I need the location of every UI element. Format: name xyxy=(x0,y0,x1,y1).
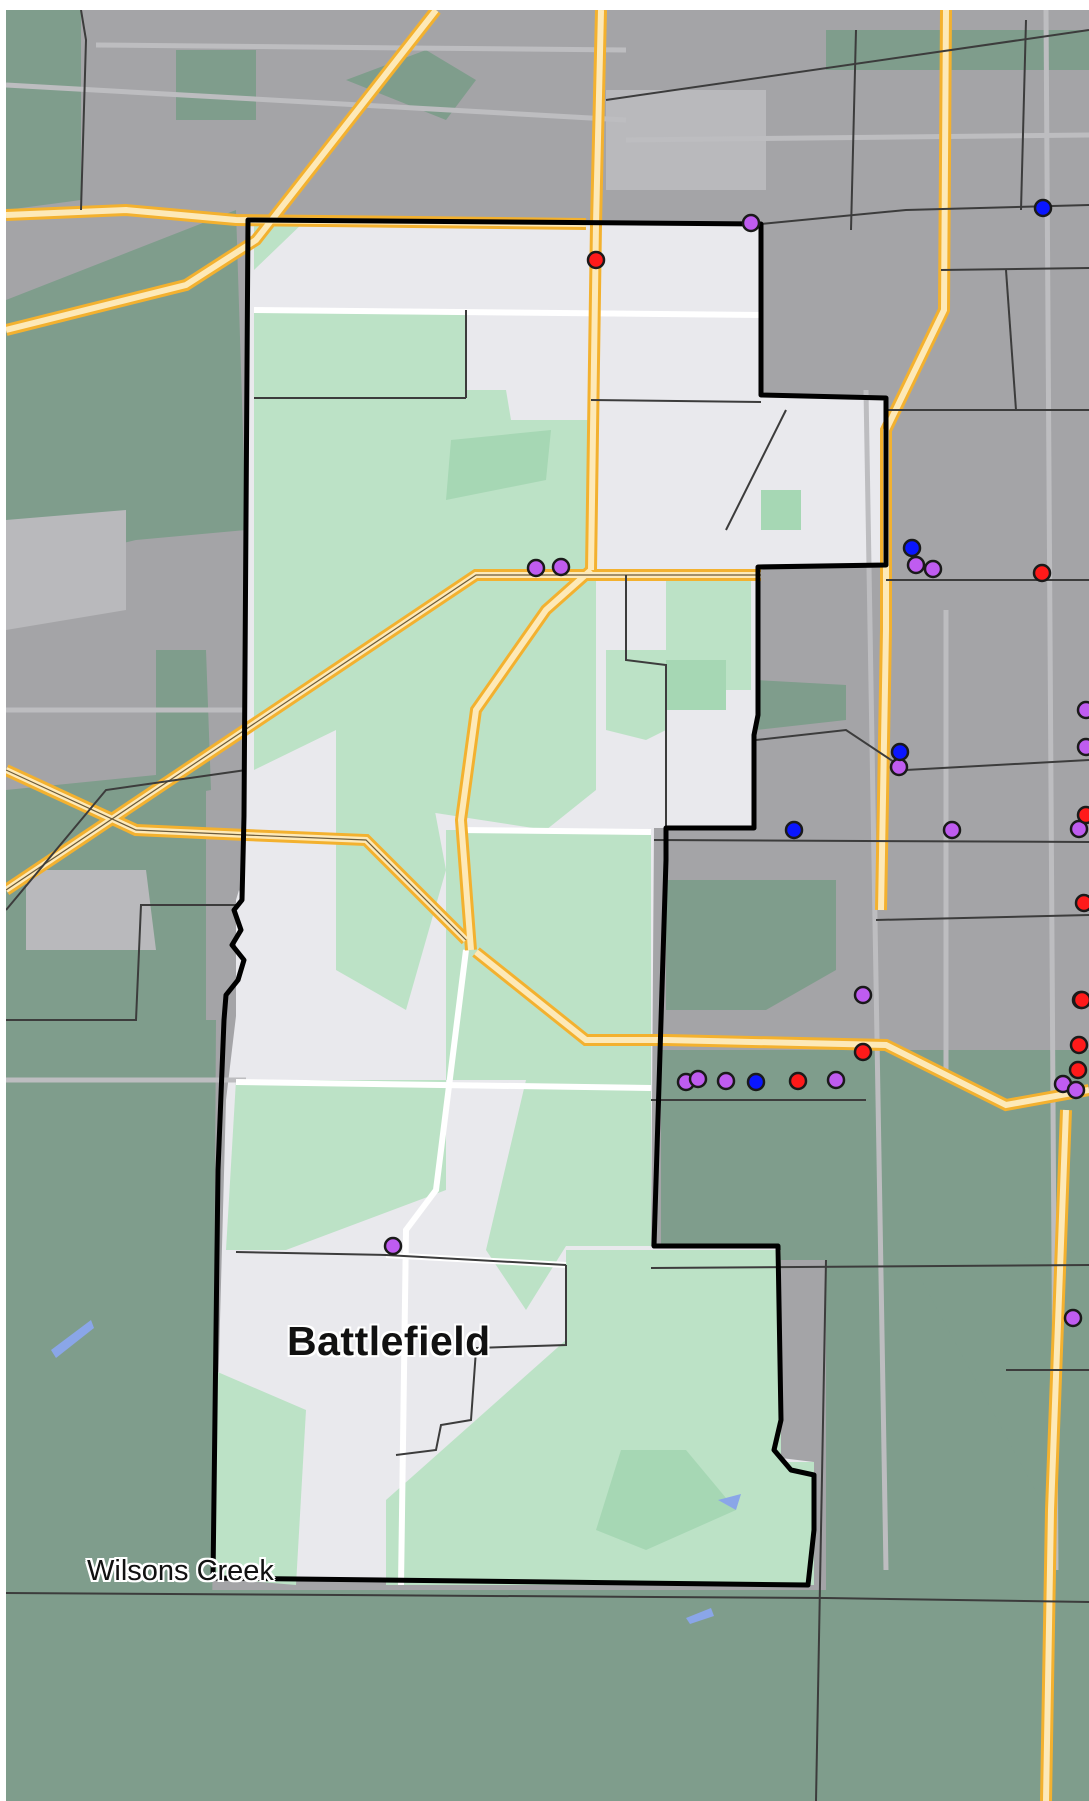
marker-purple xyxy=(923,559,943,579)
marker-purple xyxy=(889,757,909,777)
marker-red xyxy=(1068,1060,1088,1080)
marker-purple xyxy=(853,985,873,1005)
map-view[interactable]: Battlefield Wilsons Creek xyxy=(6,10,1089,1801)
marker-purple xyxy=(906,555,926,575)
marker-red xyxy=(1032,563,1052,583)
marker-red xyxy=(1074,893,1089,913)
marker-red xyxy=(586,250,606,270)
markers[interactable] xyxy=(383,198,1089,1328)
marker-red xyxy=(788,1071,808,1091)
marker-red xyxy=(1076,805,1089,825)
marker-purple xyxy=(826,1070,846,1090)
marker-purple xyxy=(942,820,962,840)
marker-purple xyxy=(526,558,546,578)
marker-purple xyxy=(741,213,761,233)
area-label: Wilsons Creek xyxy=(87,1555,274,1587)
roads xyxy=(6,10,1089,1801)
marker-purple xyxy=(688,1069,708,1089)
marker-blue xyxy=(746,1072,766,1092)
marker-purple xyxy=(1076,737,1089,757)
city-label: Battlefield xyxy=(287,1318,491,1364)
map-canvas xyxy=(6,10,1089,1801)
marker-purple xyxy=(1076,700,1089,720)
marker-blue xyxy=(1033,198,1053,218)
highways xyxy=(6,10,1089,1801)
region-boundary xyxy=(210,217,889,1588)
marker-purple xyxy=(383,1236,403,1256)
marker-blue xyxy=(890,742,910,762)
marker-blue xyxy=(902,538,922,558)
marker-red xyxy=(853,1042,873,1062)
water-features xyxy=(51,1320,741,1624)
marker-blue xyxy=(784,820,804,840)
park-accents xyxy=(446,430,801,1550)
park-areas-outside xyxy=(6,10,1089,1801)
marker-purple xyxy=(1066,1080,1086,1100)
marker-purple xyxy=(716,1071,736,1091)
marker-purple xyxy=(551,557,571,577)
marker-purple xyxy=(1063,1308,1083,1328)
marker-red xyxy=(1072,990,1089,1010)
marker-red xyxy=(1069,1035,1089,1055)
